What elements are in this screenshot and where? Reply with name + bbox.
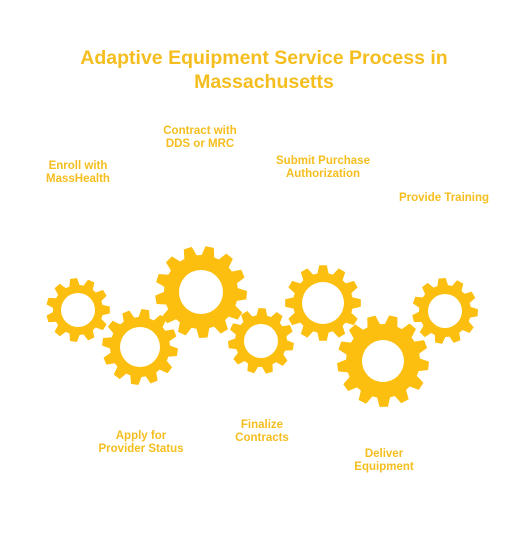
step-label-apply: Apply for Provider Status (98, 430, 184, 455)
step-label-training: Provide Training (398, 192, 490, 204)
step-label-contract: Contract with DDS or MRC (163, 125, 237, 150)
gear-icon-3 (155, 246, 247, 338)
gear-icon-6 (337, 315, 429, 407)
step-label-finalize: Finalize Contracts (235, 419, 289, 444)
step-label-submit: Submit Purchase Authorization (276, 155, 370, 180)
gear-icon-2 (102, 309, 178, 385)
gear-icon-7 (412, 278, 478, 344)
step-label-deliver: Deliver Equipment (354, 448, 414, 473)
page-title: Adaptive Equipment Service Process in Ma… (80, 47, 448, 93)
gear-icon-5 (285, 265, 361, 341)
gear-icon-4 (228, 308, 294, 374)
gear-icon-1 (46, 278, 110, 342)
step-label-enroll: Enroll with MassHealth (46, 160, 110, 185)
